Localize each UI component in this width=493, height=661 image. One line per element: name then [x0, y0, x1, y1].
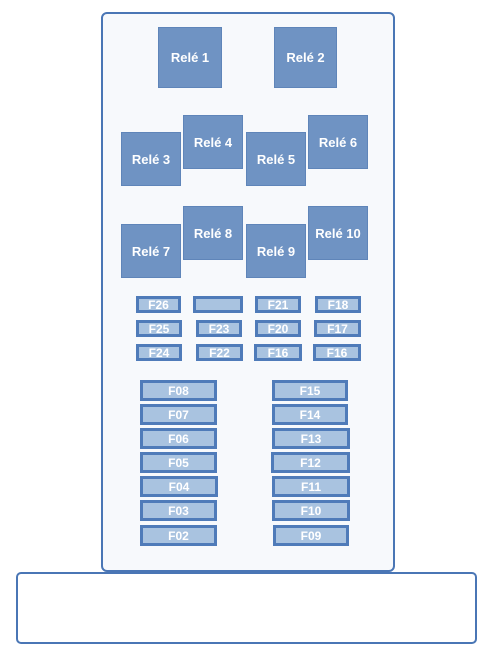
fuse-f02: F02 [140, 525, 217, 546]
relay-8: Relé 8 [183, 206, 243, 260]
relay-1: Relé 1 [158, 27, 222, 88]
relay-2: Relé 2 [274, 27, 337, 88]
relay-10: Relé 10 [308, 206, 368, 260]
fuse-f04: F04 [140, 476, 218, 497]
fuse-f17: F17 [314, 320, 361, 337]
relay-4: Relé 4 [183, 115, 243, 169]
fuse-f16-a: F16 [254, 344, 302, 361]
fuse-f16-b: F16 [313, 344, 361, 361]
relay-6: Relé 6 [308, 115, 368, 169]
fuse-f26: F26 [136, 296, 181, 313]
fuse-f03: F03 [140, 500, 217, 521]
fuse-box-base [16, 572, 477, 644]
fuse-f24: F24 [136, 344, 182, 361]
fuse-f23: F23 [196, 320, 242, 337]
fuse-f09: F09 [273, 525, 349, 546]
fuse-f12: F12 [271, 452, 350, 473]
fuse-f14: F14 [272, 404, 348, 425]
fuse-blank [193, 296, 243, 313]
fuse-f05: F05 [140, 452, 217, 473]
relay-5: Relé 5 [246, 132, 306, 186]
fuse-f07: F07 [140, 404, 217, 425]
relay-7: Relé 7 [121, 224, 181, 278]
fuse-f15: F15 [272, 380, 348, 401]
fuse-f22: F22 [196, 344, 243, 361]
fuse-f13: F13 [272, 428, 350, 449]
fuse-f08: F08 [140, 380, 217, 401]
fuse-f11: F11 [272, 476, 350, 497]
relay-3: Relé 3 [121, 132, 181, 186]
fuse-f25: F25 [136, 320, 182, 337]
fuse-f21: F21 [255, 296, 301, 313]
fuse-f20: F20 [255, 320, 301, 337]
fuse-f18: F18 [315, 296, 361, 313]
fuse-f10: F10 [272, 500, 350, 521]
relay-9: Relé 9 [246, 224, 306, 278]
fuse-f06: F06 [140, 428, 217, 449]
